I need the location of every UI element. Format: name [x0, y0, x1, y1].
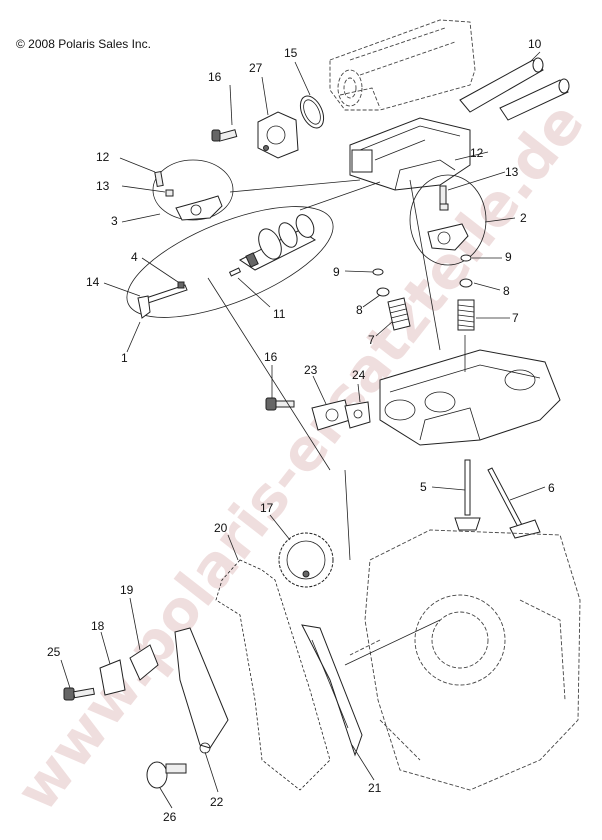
bolt-top — [211, 129, 238, 142]
callout-5: 5 — [420, 480, 427, 494]
callout-25: 25 — [47, 645, 61, 659]
tensioner-blade — [174, 627, 229, 754]
callout-14: 14 — [86, 275, 100, 289]
watermark-text: www.polaris-ersatzteile.de — [2, 89, 597, 823]
callout-6: 6 — [548, 481, 555, 495]
crankcase — [349, 529, 581, 791]
callout-9-right: 9 — [505, 250, 512, 264]
leader-lines — [60, 51, 546, 809]
callout-16-mid: 16 — [264, 350, 278, 364]
cylinder-head — [379, 349, 561, 446]
callout-1: 1 — [121, 351, 128, 365]
exhaust-valve — [487, 467, 541, 539]
callout-15: 15 — [284, 46, 298, 60]
rocker-shafts — [459, 57, 570, 121]
callout-13-left: 13 — [96, 179, 110, 193]
valve-cover — [329, 19, 476, 111]
cam-sprocket — [278, 532, 334, 588]
callout-13-right: 13 — [505, 165, 519, 179]
callout-8-left: 8 — [356, 303, 363, 317]
camshaft-oval — [126, 206, 334, 319]
callout-24: 24 — [352, 368, 366, 382]
callout-27: 27 — [249, 61, 263, 75]
callout-8-right: 8 — [503, 284, 510, 298]
callout-18: 18 — [91, 619, 105, 633]
chain-guide — [301, 624, 363, 757]
callout-23: 23 — [304, 363, 318, 377]
callout-17: 17 — [260, 501, 274, 515]
callout-16-top: 16 — [208, 70, 222, 84]
callout-10: 10 — [528, 37, 542, 51]
callout-11: 11 — [273, 307, 286, 321]
valve-springs-left — [372, 268, 411, 331]
left-rocker-detail — [152, 159, 234, 221]
callout-12-left: 12 — [96, 150, 110, 164]
rocker-housing — [349, 117, 471, 191]
callout-3: 3 — [111, 214, 118, 228]
callout-4: 4 — [131, 250, 138, 264]
callout-12-right: 12 — [470, 146, 484, 160]
callout-9-left: 9 — [333, 265, 340, 279]
o-ring — [299, 95, 325, 129]
callout-22: 22 — [210, 795, 224, 809]
callout-21: 21 — [368, 781, 382, 795]
callout-7-right: 7 — [512, 311, 519, 325]
pivot-bolt — [146, 761, 187, 789]
cam-chain — [215, 559, 331, 791]
callout-7-left: 7 — [368, 333, 375, 347]
copyright-notice: © 2008 Polaris Sales Inc. — [16, 37, 151, 51]
right-rocker-detail — [409, 174, 487, 266]
callout-2: 2 — [520, 211, 527, 225]
callout-19: 19 — [120, 583, 134, 597]
callout-labels: 16 27 15 10 12 13 3 4 14 1 11 12 13 2 9 … — [47, 37, 555, 824]
valve-springs-right — [457, 254, 475, 331]
tensioner-parts-left — [63, 644, 159, 701]
callout-20: 20 — [214, 521, 228, 535]
intake-valve — [454, 459, 481, 531]
tensioner-assembly — [265, 397, 371, 431]
cam-plate — [257, 111, 299, 159]
callout-26: 26 — [163, 810, 177, 824]
